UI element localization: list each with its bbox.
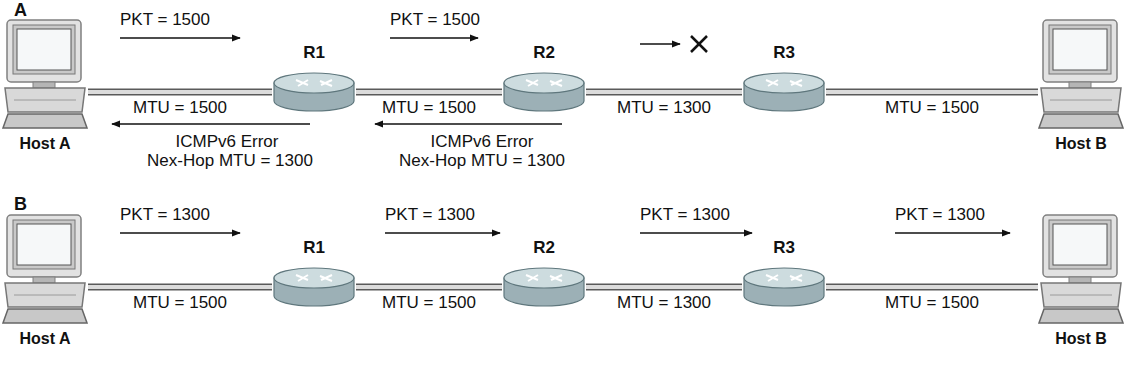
- label-holder: PKT = 1300: [640, 205, 730, 225]
- computer-icon: [1038, 18, 1124, 130]
- label-holder: PKT = 1500: [120, 10, 210, 30]
- host-name: Host A: [20, 134, 71, 154]
- label-holder: PKT = 1500: [390, 10, 480, 30]
- router-name: R3: [773, 43, 795, 63]
- router-icon: [272, 266, 356, 308]
- router-icon: [742, 71, 826, 113]
- annotation-text: PKT = 1300: [120, 205, 210, 225]
- label-holder: PKT = 1300: [385, 205, 475, 225]
- mtu-label: MTU = 1500: [883, 293, 981, 313]
- annotation-text: Nex-Hop MTU = 1300: [147, 151, 313, 171]
- host-name: Host B: [1055, 134, 1107, 154]
- router-node: R1: [272, 238, 356, 308]
- host-computer: Host B: [1038, 213, 1124, 349]
- router-icon: [502, 71, 586, 113]
- packet-arrow: [640, 43, 680, 45]
- router-name: R2: [533, 238, 555, 258]
- router-name: R1: [303, 43, 325, 63]
- host-computer: Host A: [2, 18, 88, 154]
- annotation-text: PKT = 1500: [390, 10, 480, 30]
- label-holder: ICMPv6 Error: [176, 132, 279, 152]
- label-holder: MTU = 1500: [380, 293, 478, 313]
- label-holder: A: [14, 0, 27, 20]
- router-icon: [742, 266, 826, 308]
- computer-icon: [1038, 213, 1124, 325]
- router-name: R3: [773, 238, 795, 258]
- label-holder: PKT = 1300: [895, 205, 985, 225]
- host-name: Host B: [1055, 329, 1107, 349]
- panel-letter: B: [14, 194, 27, 214]
- label-holder: B: [14, 194, 27, 214]
- host-computer: Host A: [2, 213, 88, 349]
- label-holder: Nex-Hop MTU = 1300: [399, 151, 565, 171]
- packet-arrow: [120, 232, 240, 234]
- annotation-text: PKT = 1300: [640, 205, 730, 225]
- network-link: [586, 92, 742, 93]
- mtu-label: MTU = 1300: [615, 98, 713, 118]
- annotation-text: ICMPv6 Error: [176, 132, 279, 152]
- network-link: [586, 287, 742, 288]
- drop-cross: [691, 36, 707, 52]
- network-link: [88, 92, 272, 93]
- mtu-label: MTU = 1500: [380, 293, 478, 313]
- mtu-label: MTU = 1500: [131, 293, 229, 313]
- panel-letter: A: [14, 0, 27, 20]
- annotation-text: PKT = 1300: [895, 205, 985, 225]
- annotation-text: ICMPv6 Error: [431, 132, 534, 152]
- network-link: [356, 287, 502, 288]
- annotation-text: Nex-Hop MTU = 1300: [399, 151, 565, 171]
- router-name: R1: [303, 238, 325, 258]
- error-arrow: [375, 123, 562, 125]
- mtu-label: MTU = 1500: [380, 98, 478, 118]
- annotation-text: PKT = 1500: [120, 10, 210, 30]
- network-link: [88, 287, 272, 288]
- router-node: R3: [742, 43, 826, 113]
- label-holder: MTU = 1300: [615, 293, 713, 313]
- packet-arrow: [895, 232, 1010, 234]
- router-icon: [272, 71, 356, 113]
- router-node: R2: [502, 43, 586, 113]
- router-name: R2: [533, 43, 555, 63]
- packet-arrow: [640, 232, 752, 234]
- router-node: R3: [742, 238, 826, 308]
- network-link: [826, 287, 1038, 288]
- computer-icon: [2, 213, 88, 325]
- error-arrow: [112, 123, 310, 125]
- mtu-label: MTU = 1500: [131, 98, 229, 118]
- network-link: [356, 92, 502, 93]
- label-holder: Nex-Hop MTU = 1300: [147, 151, 313, 171]
- label-holder: MTU = 1500: [380, 98, 478, 118]
- network-link: [826, 92, 1038, 93]
- host-computer: Host B: [1038, 18, 1124, 154]
- label-holder: MTU = 1500: [131, 98, 229, 118]
- packet-arrow: [390, 37, 478, 39]
- label-holder: MTU = 1300: [615, 98, 713, 118]
- label-holder: PKT = 1300: [120, 205, 210, 225]
- label-holder: MTU = 1500: [883, 293, 981, 313]
- router-icon: [502, 266, 586, 308]
- router-node: R1: [272, 43, 356, 113]
- packet-arrow: [120, 37, 240, 39]
- packet-arrow: [385, 232, 500, 234]
- mtu-label: MTU = 1300: [615, 293, 713, 313]
- label-holder: MTU = 1500: [131, 293, 229, 313]
- computer-icon: [2, 18, 88, 130]
- label-holder: ICMPv6 Error: [431, 132, 534, 152]
- host-name: Host A: [20, 329, 71, 349]
- annotation-text: PKT = 1300: [385, 205, 475, 225]
- router-node: R2: [502, 238, 586, 308]
- label-holder: MTU = 1500: [883, 98, 981, 118]
- mtu-label: MTU = 1500: [883, 98, 981, 118]
